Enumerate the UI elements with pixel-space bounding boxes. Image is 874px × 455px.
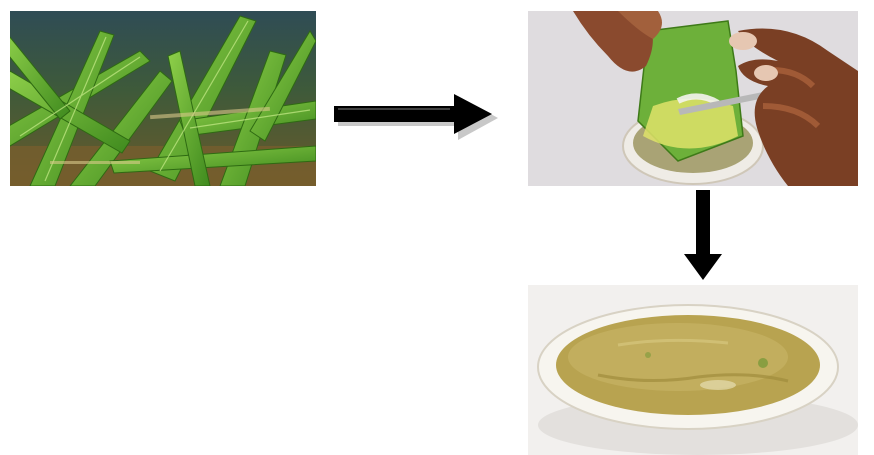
gel-bowl-photo: [528, 285, 858, 455]
hands-peeling-illustration: [528, 11, 858, 186]
aloe-leaves-illustration: [10, 11, 316, 186]
arrow-right-icon: [330, 88, 506, 148]
arrow-down-icon: [678, 188, 728, 284]
aloe-plant-photo: [10, 11, 316, 186]
gel-bowl-illustration: [528, 285, 858, 455]
peeling-leaf-photo: [528, 11, 858, 186]
